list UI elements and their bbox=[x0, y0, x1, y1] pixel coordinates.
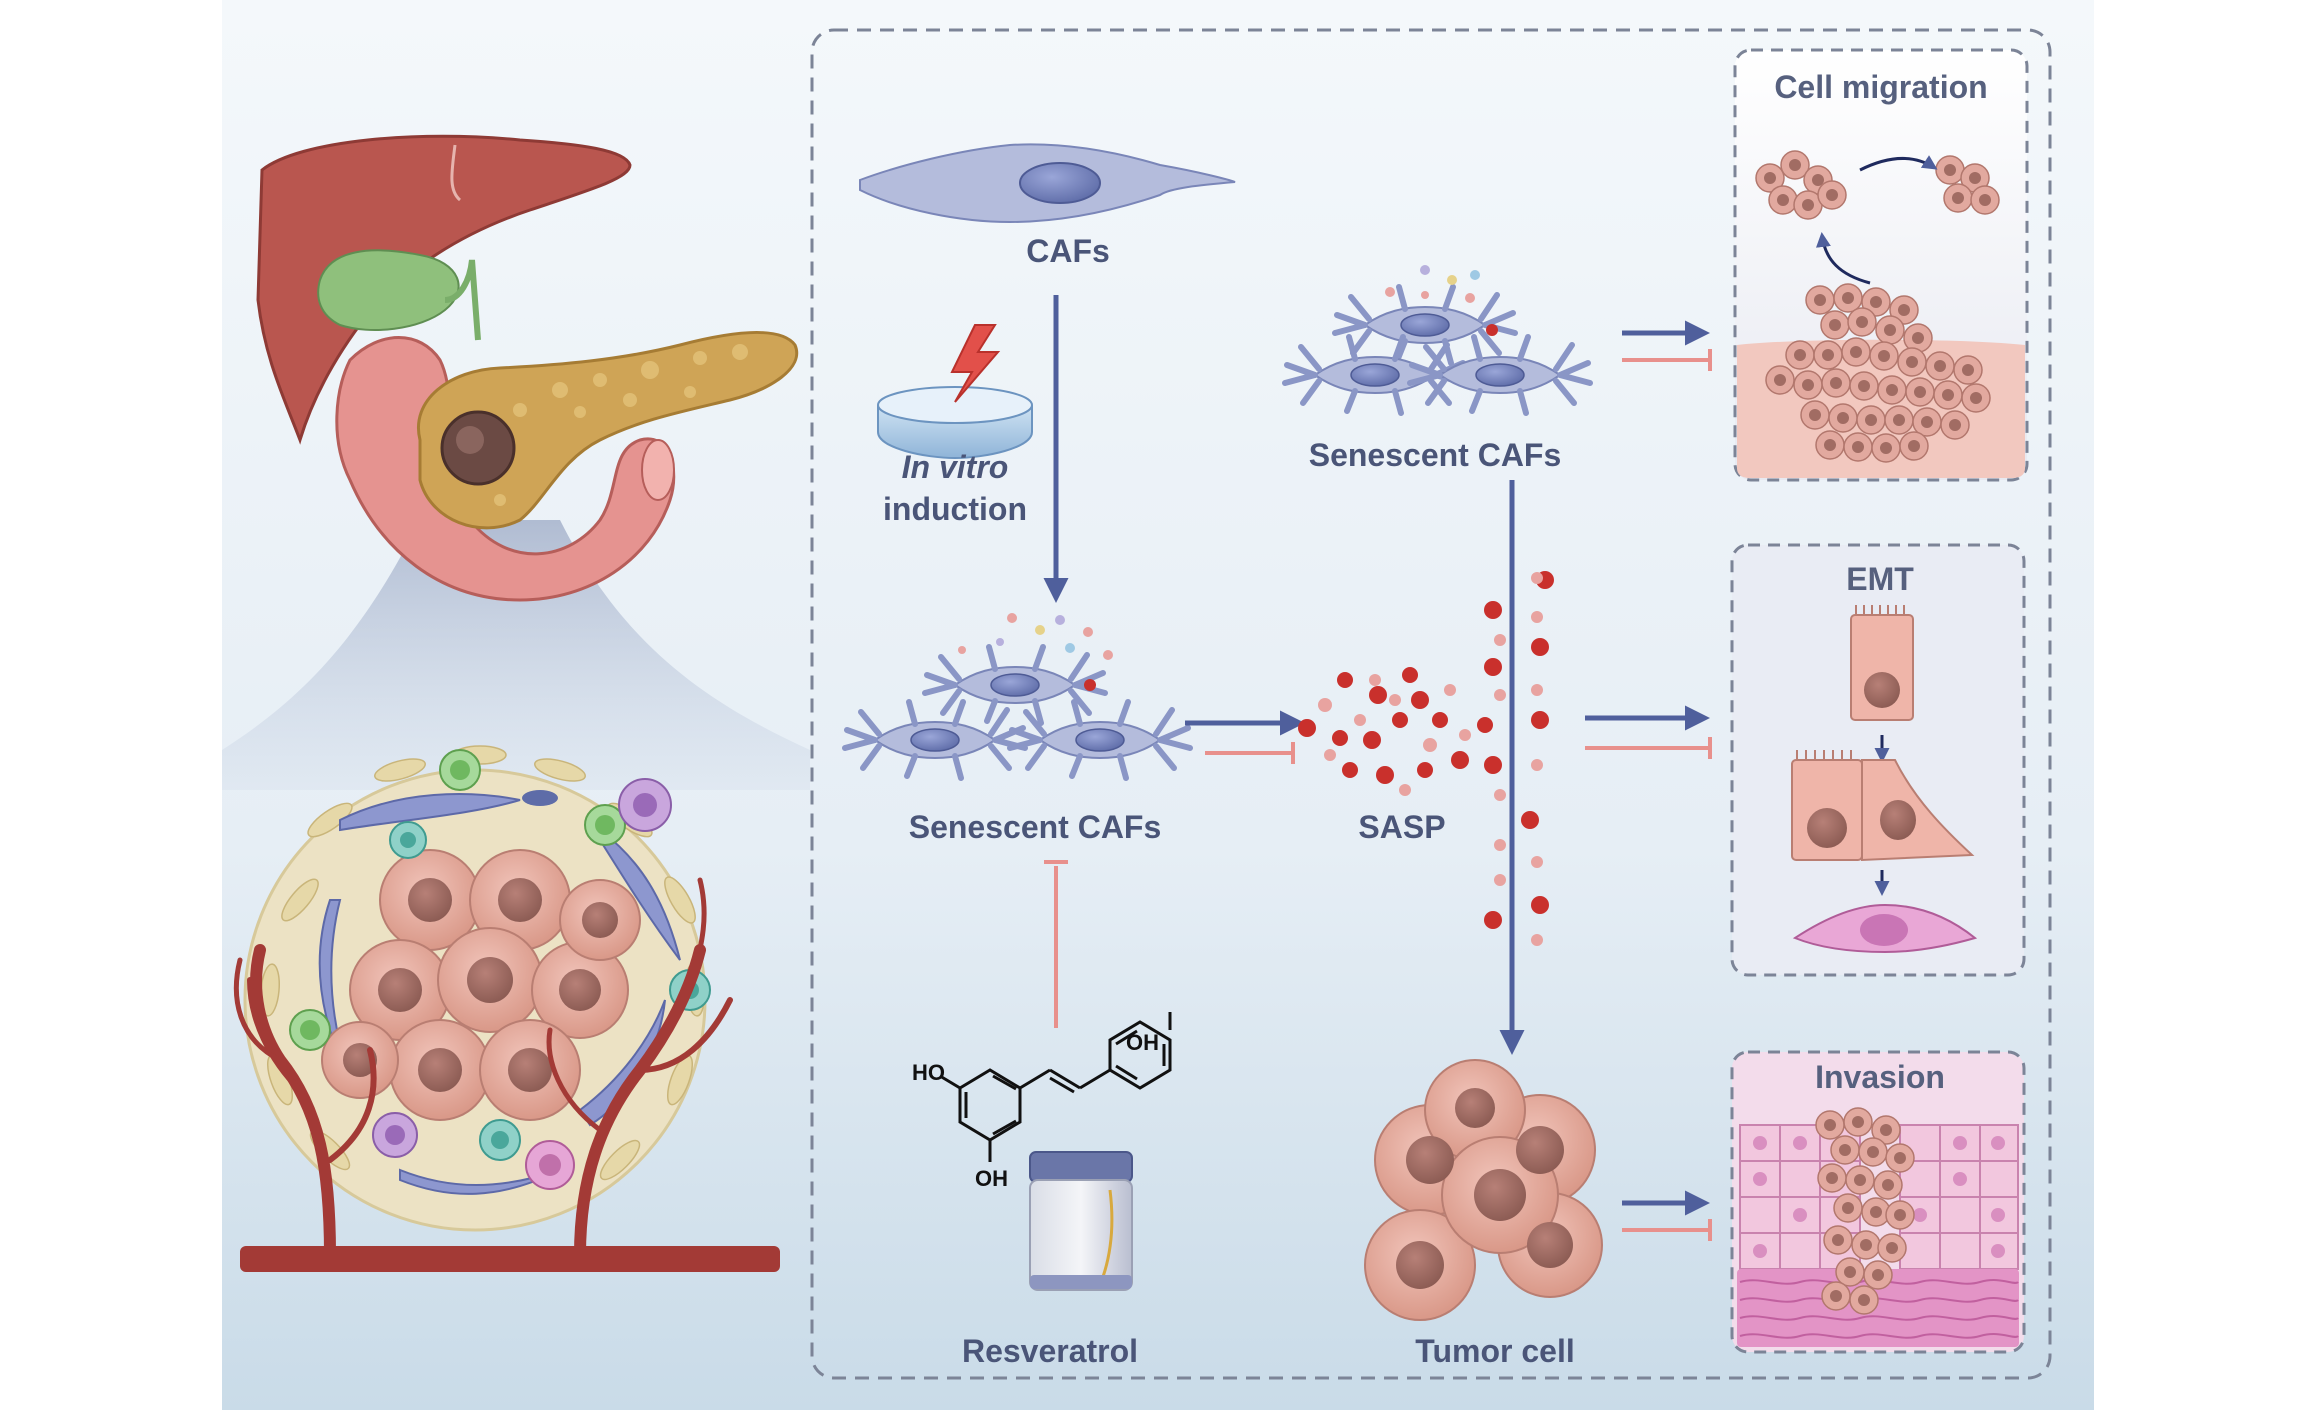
mechanism-panel bbox=[810, 28, 2052, 1380]
oh-bottom-label: OH bbox=[975, 1166, 1008, 1191]
caf-cell bbox=[859, 143, 1236, 224]
invasion-box bbox=[1730, 1050, 2026, 1354]
supplement-jar-icon bbox=[1029, 1151, 1133, 1291]
sasp-cascade bbox=[1484, 571, 1554, 946]
resveratrol-label: Resveratrol bbox=[962, 1333, 1138, 1369]
induction-label: induction bbox=[883, 491, 1027, 527]
ho-label: HO bbox=[912, 1060, 945, 1085]
tumor-cell-label: Tumor cell bbox=[1415, 1333, 1574, 1369]
resveratrol-structure bbox=[939, 1012, 1172, 1162]
cafs-label: CAFs bbox=[1026, 233, 1110, 269]
tumor-microenvironment bbox=[233, 745, 780, 1272]
tumor-cell-cluster bbox=[1364, 1059, 1603, 1321]
senescent-cafs-top-label: Senescent CAFs bbox=[1309, 437, 1562, 473]
senescent-cafs-mid bbox=[845, 613, 1190, 778]
senescent-cafs-mid-label: Senescent CAFs bbox=[909, 809, 1162, 845]
sasp-particles bbox=[1298, 667, 1493, 796]
in-vitro-label: In vitro bbox=[902, 449, 1009, 485]
emt-title: EMT bbox=[1846, 561, 1914, 597]
oh-right-label: OH bbox=[1126, 1030, 1159, 1055]
zoom-cone bbox=[222, 520, 810, 790]
senescent-cafs-top bbox=[1285, 265, 1590, 413]
cell-migration-title: Cell migration bbox=[1774, 69, 1987, 105]
petri-dish-icon bbox=[877, 386, 1033, 460]
lightning-icon bbox=[950, 324, 1001, 403]
invasion-arrow-pair bbox=[1622, 1190, 1712, 1241]
sasp-label: SASP bbox=[1358, 809, 1445, 845]
organ-illustration bbox=[222, 134, 810, 1272]
invasion-title: Invasion bbox=[1815, 1059, 1945, 1095]
pancreas bbox=[417, 331, 799, 530]
emt-box bbox=[1730, 543, 2026, 977]
cell-migration-box bbox=[1733, 48, 2029, 482]
migration-arrow-pair bbox=[1622, 320, 1712, 371]
gallbladder bbox=[317, 249, 460, 331]
liver bbox=[256, 134, 632, 445]
emt-arrow-pair bbox=[1585, 705, 1712, 759]
